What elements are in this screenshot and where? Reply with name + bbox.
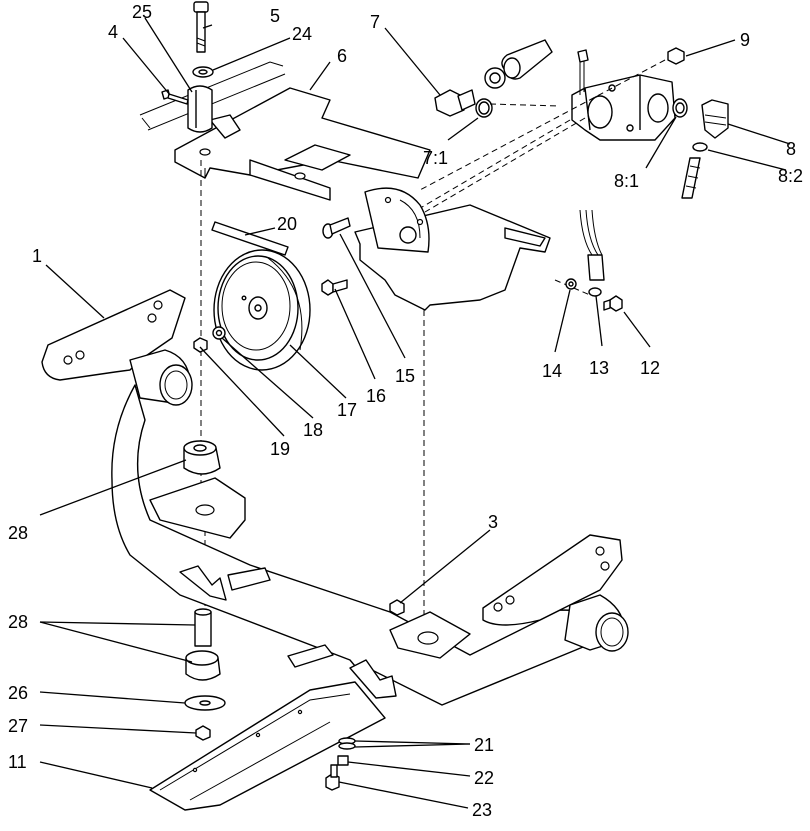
pulley-17 [213, 249, 311, 371]
callout-18: 18 [303, 420, 323, 440]
frame-weldment [41, 289, 629, 706]
hose-clamp [484, 67, 506, 89]
callout-23: 23 [472, 800, 492, 820]
callout-8-1: 8:1 [614, 171, 639, 191]
callout-25: 25 [132, 2, 152, 22]
leader-lines [39, 17, 791, 809]
callout-5: 5 [270, 6, 280, 26]
pump-mount-bracket [174, 87, 431, 201]
callout-8-2: 8:2 [778, 166, 803, 186]
callout-6: 6 [337, 46, 347, 66]
bolt-16 [321, 279, 348, 296]
fitting-8 [701, 99, 729, 139]
washer-26 [184, 695, 226, 711]
screw-12 [603, 295, 623, 312]
callout-26: 26 [8, 683, 28, 703]
callout-7-1: 7:1 [423, 148, 448, 168]
bushing-22 [337, 755, 349, 766]
callout-28-upper: 28 [8, 523, 28, 543]
bolt-5 [193, 1, 209, 53]
washer-24 [192, 66, 214, 78]
isolator-lower [185, 650, 221, 681]
frame-tube [139, 61, 286, 131]
callout-8: 8 [786, 139, 796, 159]
hydraulic-pump [571, 49, 676, 141]
lock-washer-14 [565, 278, 577, 290]
nut-27 [195, 725, 211, 741]
nut-9 [667, 47, 685, 65]
callout-20: 20 [277, 214, 297, 234]
idler-bracket [354, 187, 551, 311]
callout-27: 27 [8, 716, 28, 736]
callout-21: 21 [474, 735, 494, 755]
callout-11: 11 [8, 752, 27, 772]
o-ring-8-2 [692, 142, 708, 152]
callout-14: 14 [542, 361, 562, 381]
belt-20 [211, 221, 289, 256]
callout-28-lower: 28 [8, 612, 28, 632]
callout-7: 7 [370, 12, 380, 32]
callout-22: 22 [474, 768, 494, 788]
o-ring-8-1 [672, 98, 688, 118]
washer-18 [212, 326, 226, 340]
isolator-upper [183, 440, 221, 475]
callout-4: 4 [108, 22, 118, 42]
callout-15: 15 [395, 366, 415, 386]
clamp [187, 85, 213, 133]
frame-rail-11 [149, 681, 386, 811]
callout-9: 9 [740, 30, 750, 50]
wire-harness [579, 209, 605, 297]
o-ring-7-1 [475, 98, 493, 118]
callout-17: 17 [337, 400, 357, 420]
washers-21 [338, 737, 356, 750]
callout-24: 24 [292, 24, 312, 44]
callout-16: 16 [366, 386, 386, 406]
hose-lower [681, 157, 701, 199]
callout-13: 13 [589, 358, 609, 378]
callout-19: 19 [270, 439, 290, 459]
hose-upper [501, 39, 553, 80]
bolt-23 [325, 764, 340, 791]
callout-labels: 1 3 4 5 6 7 7:1 8 8:1 8:2 9 11 12 13 14 … [8, 2, 803, 820]
carriage-bolt-15 [322, 217, 351, 239]
callout-12: 12 [640, 358, 660, 378]
callout-1: 1 [32, 246, 42, 266]
nut-19 [193, 337, 208, 353]
fitting-7 [434, 89, 476, 117]
callout-3: 3 [488, 512, 498, 532]
spacer-28 [194, 608, 212, 647]
nut-3 [389, 599, 405, 616]
